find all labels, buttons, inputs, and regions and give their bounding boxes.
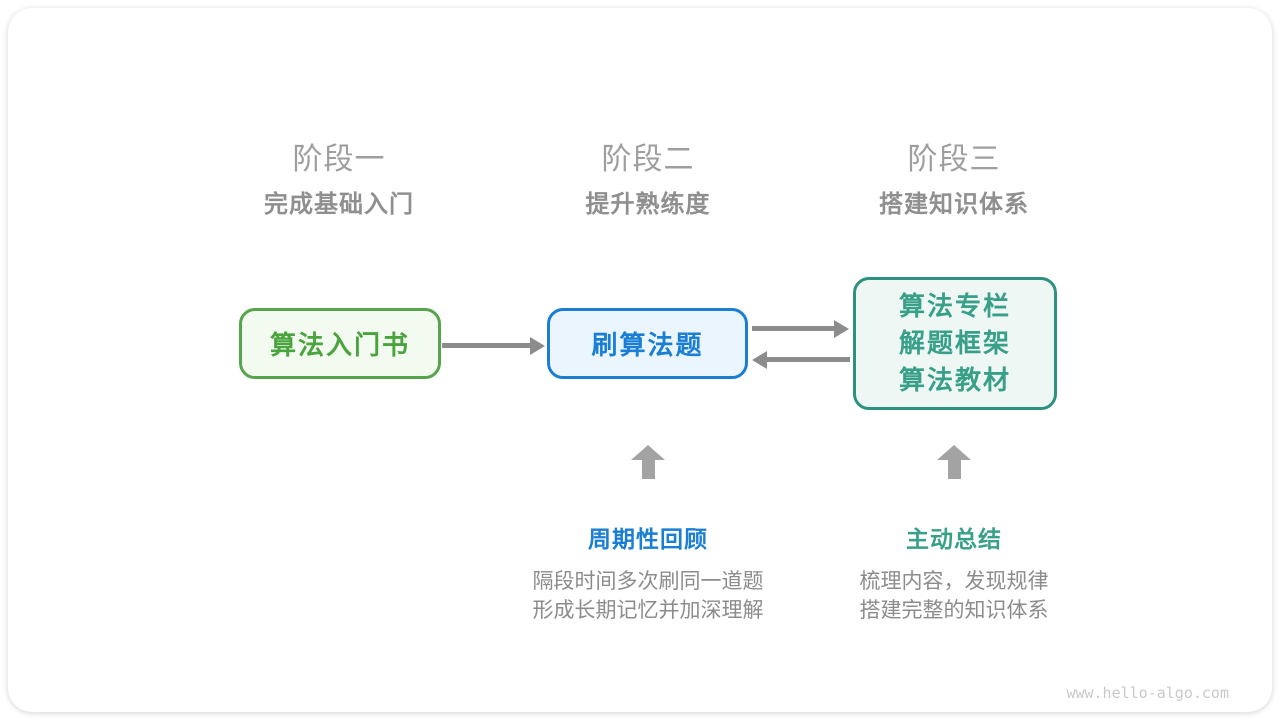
- stage1-subtitle: 完成基础入门: [264, 191, 414, 218]
- stage2-subtitle: 提升熟练度: [585, 191, 711, 218]
- stage3-title: 阶段三: [907, 143, 1001, 176]
- node-resources-line2: 解题框架: [898, 328, 1011, 358]
- review-description: 隔段时间多次刷同一道题 形成长期记忆并加深理解: [468, 567, 828, 625]
- review-desc-line1: 隔段时间多次刷同一道题: [532, 570, 764, 593]
- node-resources-line3: 算法教材: [898, 365, 1011, 395]
- node-practice: 刷算法题: [547, 308, 748, 379]
- summarize-description: 梳理内容，发现规律 搭建完整的知识体系: [774, 567, 1134, 625]
- node-intro-book-label: 算法入门书: [269, 330, 410, 360]
- summarize-label: 主动总结: [906, 526, 1002, 552]
- node-intro-book: 算法入门书: [239, 308, 441, 379]
- node-resources: 算法专栏 解题框架 算法教材: [853, 277, 1057, 410]
- up-arrow-icon: [937, 445, 971, 479]
- watermark-url: www.hello-algo.com: [1066, 684, 1229, 702]
- summarize-desc-line2: 搭建完整的知识体系: [859, 599, 1049, 622]
- review-label: 周期性回顾: [588, 526, 708, 552]
- stage3-subtitle: 搭建知识体系: [879, 191, 1029, 218]
- stage1-title: 阶段一: [292, 143, 386, 176]
- node-resources-line1: 算法专栏: [898, 291, 1011, 321]
- up-arrow-icon: [631, 445, 665, 479]
- summarize-desc-line1: 梳理内容，发现规律: [859, 570, 1049, 593]
- stage2-title: 阶段二: [601, 143, 695, 176]
- review-desc-line2: 形成长期记忆并加深理解: [532, 599, 764, 622]
- node-practice-label: 刷算法题: [591, 330, 704, 360]
- diagram-card: 阶段一 阶段二 阶段三 完成基础入门 提升熟练度 搭建知识体系 算法入门书 刷算…: [8, 8, 1272, 712]
